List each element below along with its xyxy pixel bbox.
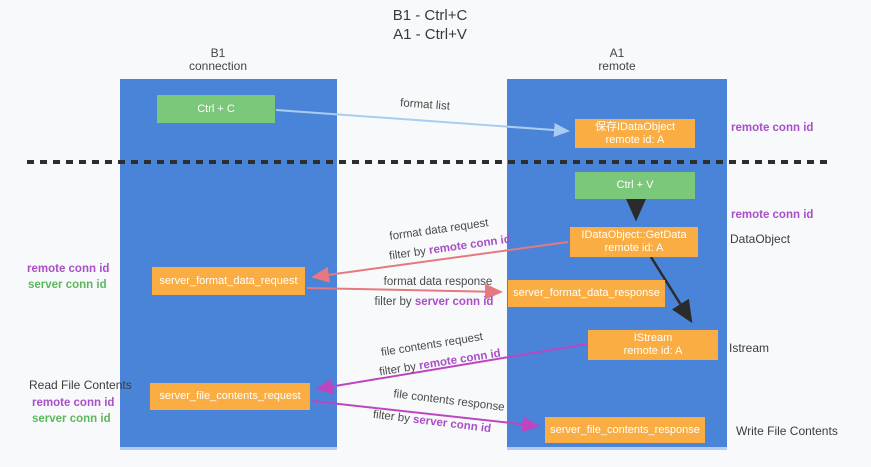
- node-server-format-data-response: server_format_data_response: [508, 280, 665, 307]
- label-left-remote-conn-id-top: remote conn id: [27, 263, 110, 275]
- node-istream-line1: IStream: [633, 332, 673, 344]
- edge-format-list: [275, 109, 570, 137]
- node-server-file-contents-response: server_file_contents_response: [545, 417, 705, 443]
- node-ctrl-v: Ctrl + V: [575, 172, 695, 199]
- node-save-idataobject-line1: 保存IDataObject: [594, 120, 676, 133]
- label-format-data-response-filter: filter by server conn id: [372, 296, 496, 308]
- node-ctrl-c: Ctrl + C: [157, 95, 275, 123]
- lane-header-b1: B1 connection: [168, 47, 268, 73]
- node-save-idataobject-line2: remote id: A: [605, 133, 665, 146]
- label-write-file-contents: Write File Contents: [736, 424, 838, 438]
- title-line-1: B1 - Ctrl+C: [392, 7, 468, 24]
- node-ctrl-c-label: Ctrl + C: [197, 102, 235, 115]
- label-read-file-contents: Read File Contents: [29, 378, 132, 392]
- title-line-2: A1 - Ctrl+V: [393, 26, 467, 43]
- node-server-file-contents-request: server_file_contents_request: [150, 383, 310, 410]
- node-ctrl-v-label: Ctrl + V: [616, 179, 654, 191]
- label-right-remote-conn-id-top: remote conn id: [731, 122, 814, 134]
- lane-b1-title: B1: [210, 46, 226, 60]
- node-server-file-contents-response-label: server_file_contents_response: [550, 423, 700, 436]
- label-left-server-conn-id-top: server conn id: [28, 279, 107, 291]
- lane-header-a1: A1 remote: [567, 47, 667, 73]
- label-right-remote-conn-id-mid: remote conn id: [731, 209, 814, 221]
- label-format-data-response: format data response: [383, 276, 493, 288]
- label-istream: Istream: [729, 341, 770, 355]
- lane-b1-subtitle: connection: [188, 59, 248, 73]
- label-left-server-conn-id-bottom: server conn id: [32, 413, 111, 425]
- node-istream: IStream remote id: A: [588, 330, 718, 360]
- filter-prefix: filter by: [374, 296, 415, 308]
- edge-file-contents-response: [311, 400, 540, 433]
- node-server-format-data-response-label: server_format_data_response: [513, 287, 660, 299]
- node-istream-line2: remote id: A: [623, 345, 683, 357]
- dashed-divider-line: [27, 160, 833, 164]
- node-getdata-line2: remote id: A: [604, 242, 664, 254]
- node-server-format-data-request: server_format_data_request: [152, 267, 305, 295]
- diagram-title: B1 - Ctrl+C A1 - Ctrl+V: [300, 6, 560, 44]
- node-save-idataobject: 保存IDataObject remote id: A: [575, 119, 695, 148]
- label-dataobject: DataObject: [730, 232, 791, 246]
- node-server-format-data-request-label: server_format_data_request: [159, 274, 298, 287]
- edge-format-data-response: [306, 283, 503, 300]
- filter-key-server-conn-id: server conn id: [414, 296, 494, 308]
- lane-a1-title: A1: [609, 46, 625, 60]
- node-server-file-contents-request-label: server_file_contents_request: [159, 390, 301, 402]
- node-getdata-line1: IDataObject::GetData: [581, 229, 687, 241]
- node-idataobject-getdata: IDataObject::GetData remote id: A: [570, 227, 698, 257]
- edge-file-contents-request: [315, 343, 588, 395]
- edge-getdata-to-istream: [649, 256, 693, 324]
- edge-format-data-request: [311, 241, 569, 283]
- label-left-remote-conn-id-bottom: remote conn id: [32, 397, 115, 409]
- lane-a1-subtitle: remote: [598, 59, 636, 73]
